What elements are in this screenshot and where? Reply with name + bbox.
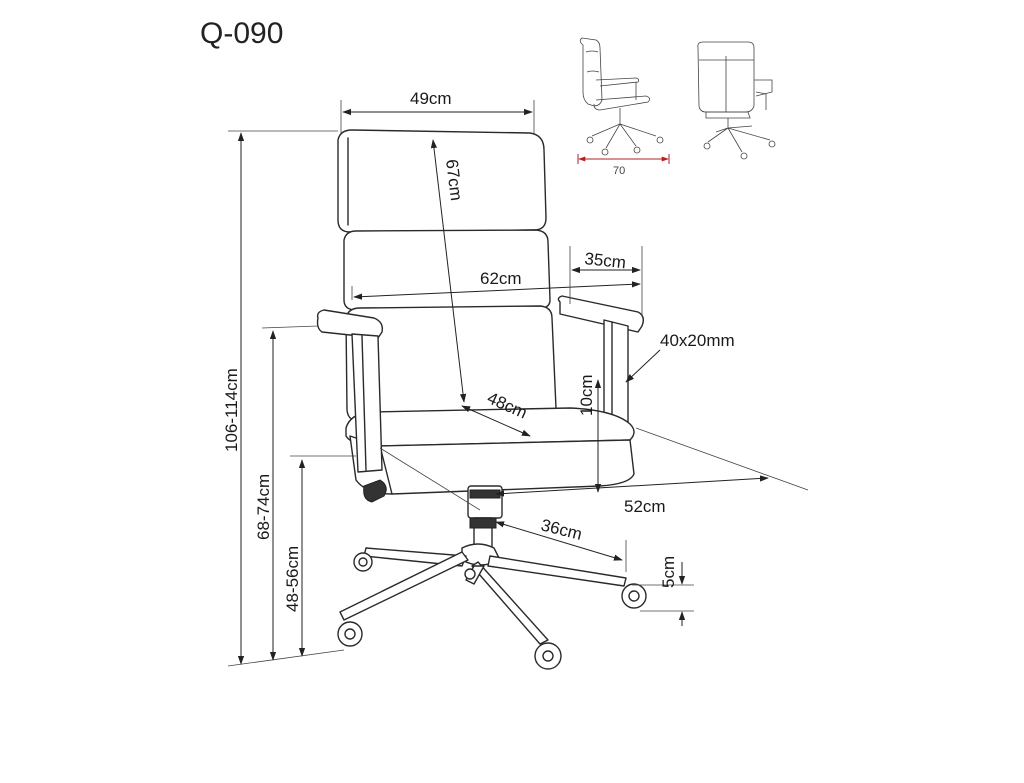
label-seat-height: 48-56cm <box>283 546 302 612</box>
dimension-lines <box>227 100 809 667</box>
caster-wheel <box>464 568 476 580</box>
label-total-height: 106-114cm <box>222 368 241 452</box>
label-seat-depth-total: 52cm <box>624 497 666 516</box>
caster-wheel <box>353 552 373 572</box>
caster-wheel <box>621 583 647 609</box>
label-armrest-above-seat: 10cm <box>577 374 596 416</box>
label-base-radius: 36cm <box>539 515 584 543</box>
label-armrest-section: 40x20mm <box>660 331 735 350</box>
product-title: Q-090 <box>200 17 283 50</box>
label-armrest-depth: 35cm <box>584 249 627 272</box>
label-overall-width: 62cm <box>480 269 522 288</box>
caster-wheel <box>337 621 363 647</box>
thumbnail-back-view <box>697 41 776 160</box>
thumbnail-side-view: 70 <box>577 37 670 177</box>
label-backrest-height: 67cm <box>442 158 466 202</box>
thumbnail-base-width: 70 <box>613 165 625 177</box>
label-backrest-width: 49cm <box>410 89 452 108</box>
label-wheel-height: 5cm <box>659 556 678 588</box>
caster-wheel <box>534 642 562 670</box>
label-armrest-height: 68-74cm <box>254 474 273 540</box>
chair-main-view <box>316 129 647 670</box>
